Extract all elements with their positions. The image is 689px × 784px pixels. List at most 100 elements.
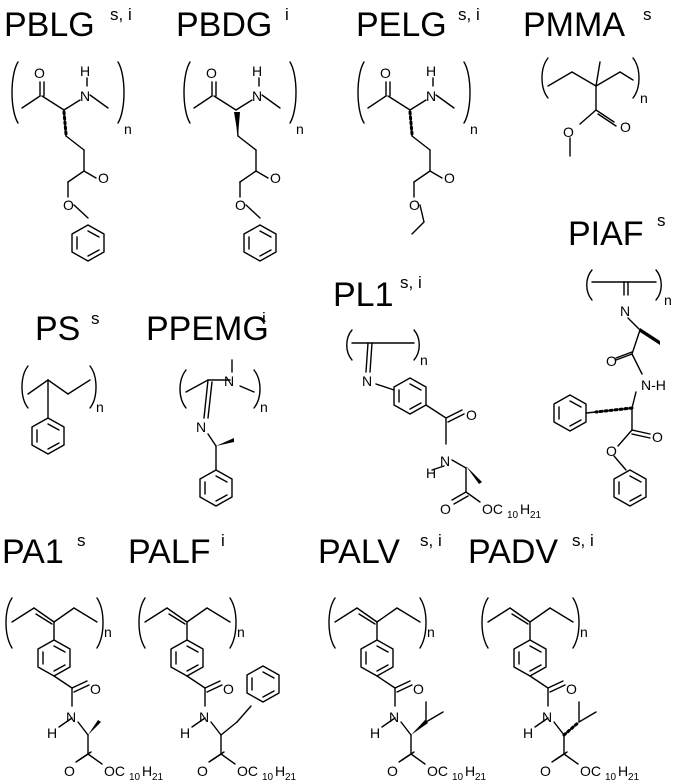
pa1-structure: n O N H O OC 10 H 21	[5, 597, 164, 783]
pa1-amide-h: H	[47, 725, 57, 741]
padv-n-label: n	[580, 624, 588, 640]
ppemg-n1: N	[224, 373, 234, 389]
palv-amide-n: N	[389, 709, 399, 725]
pblg-amide-n: N	[80, 88, 90, 104]
pa1-h: H	[142, 763, 152, 779]
palv-amide-h: H	[370, 725, 380, 741]
pa1-carbonyl-o: O	[90, 681, 101, 697]
polymer-tag-pmma: s	[643, 5, 652, 24]
padv-structure: n O N H O OC 10 H 21	[481, 597, 640, 783]
pbdg-amide-n: N	[252, 88, 262, 104]
pa1-sub10: 10	[129, 772, 141, 783]
pl1-structure: n N O N H O OC 10 H 21	[346, 329, 542, 521]
pblg-amide-h: H	[80, 63, 90, 79]
polymer-tag-ppemg: i	[262, 309, 266, 328]
palf-carbonyl-o: O	[223, 681, 234, 697]
pmma-ester-o: O	[563, 124, 574, 140]
pl1-amide-h: H	[426, 465, 436, 481]
padv-carbonyl-o: O	[566, 681, 577, 697]
pbdg-n-label: n	[296, 121, 304, 137]
piaf-carbonyl-o: O	[606, 353, 617, 369]
padv-amide-n: N	[542, 709, 552, 725]
ppemg-n2: N	[196, 419, 206, 435]
padv-amide-h: H	[523, 725, 533, 741]
ps-n-label: n	[96, 399, 104, 415]
palf-h: H	[275, 763, 285, 779]
palv-sub10: 10	[452, 772, 464, 783]
palv-ester-oc: OC	[427, 763, 448, 779]
pmma-structure: n O O	[541, 57, 648, 157]
pblg-ester-o1: O	[98, 170, 109, 186]
palf-sub21: 21	[285, 772, 297, 783]
palv-structure: n O N H O OC 10 H 21	[328, 597, 487, 783]
piaf-imine-n: N	[620, 303, 630, 319]
pa1-n-label: n	[104, 624, 112, 640]
palv-n-label: n	[427, 624, 435, 640]
padv-sub10: 10	[605, 772, 617, 783]
palf-sub10: 10	[262, 772, 274, 783]
piaf-ester-o2: O	[606, 443, 617, 459]
padv-ester-oc: OC	[580, 763, 601, 779]
polymer-tag-padv: s, i	[572, 531, 594, 550]
pbdg-ester-o2: O	[235, 197, 246, 213]
polymer-name-ppemg: PPEMG	[146, 310, 269, 348]
palf-amide-n: N	[199, 709, 209, 725]
ppemg-structure: N N n	[179, 359, 268, 507]
palf-amide-h: H	[180, 725, 190, 741]
pbdg-amide-h: H	[252, 63, 262, 79]
polymer-tag-pelg: s, i	[458, 5, 480, 24]
polymer-tag-ps: s	[91, 309, 100, 328]
pl1-ester-o1: O	[440, 501, 451, 517]
padv-ester-o1: O	[540, 763, 551, 779]
pelg-ester-o1: O	[444, 170, 455, 186]
palf-ester-o1: O	[197, 763, 208, 779]
pelg-structure: O H N n O O	[357, 61, 478, 235]
pelg-amide-h: H	[426, 63, 436, 79]
piaf-nh: N-H	[641, 377, 666, 393]
palv-carbonyl-o: O	[413, 681, 424, 697]
pblg-ester-o2: O	[63, 197, 74, 213]
polymer-tag-palv: s, i	[420, 531, 442, 550]
palf-structure: n O N H O OC 10 H 21	[138, 597, 297, 783]
piaf-structure: n N O N-H O O	[553, 269, 672, 507]
pl1-ester-oc: OC	[482, 501, 503, 517]
palv-sub21: 21	[475, 772, 487, 783]
ppemg-n-label: n	[260, 399, 268, 415]
pelg-carbonyl-o: O	[380, 65, 391, 81]
polymer-tag-pl1: s, i	[400, 273, 422, 292]
polymer-name-pa1: PA1	[2, 533, 64, 571]
piaf-n-label: n	[664, 292, 672, 308]
polymer-name-piaf: PIAF	[568, 215, 644, 253]
polymer-name-ps: PS	[35, 310, 80, 348]
polymer-tag-pbdg: i	[285, 5, 289, 24]
polymer-tag-pa1: s	[77, 531, 86, 550]
pl1-amide-n: N	[440, 453, 450, 469]
ps-structure: n	[21, 365, 104, 455]
polymer-tag-piaf: s	[657, 211, 666, 230]
pl1-imine-n: N	[362, 373, 372, 389]
polymer-name-pmma: PMMA	[523, 6, 625, 44]
padv-h: H	[618, 763, 628, 779]
pa1-ester-o1: O	[64, 763, 75, 779]
polymer-name-pbdg: PBDG	[176, 6, 272, 44]
pblg-carbonyl-o: O	[34, 65, 45, 81]
pelg-n-label: n	[470, 121, 478, 137]
pl1-sub10: 10	[507, 510, 519, 521]
palf-n-label: n	[237, 624, 245, 640]
pmma-carbonyl-o: O	[620, 119, 631, 135]
pmma-n-label: n	[640, 90, 648, 106]
piaf-ester-o1: O	[652, 429, 663, 445]
pbdg-ester-o1: O	[270, 170, 281, 186]
padv-sub21: 21	[628, 772, 640, 783]
pl1-h: H	[520, 501, 530, 517]
palf-ester-oc: OC	[237, 763, 258, 779]
pa1-amide-n: N	[66, 709, 76, 725]
polymer-tag-palf: i	[221, 531, 225, 550]
pblg-n-label: n	[124, 121, 132, 137]
polymer-name-pblg: PBLG	[4, 6, 95, 44]
palv-h: H	[465, 763, 475, 779]
polymer-name-padv: PADV	[468, 533, 558, 571]
pbdg-structure: O H N n O O	[183, 61, 304, 262]
palv-ester-o1: O	[387, 763, 398, 779]
